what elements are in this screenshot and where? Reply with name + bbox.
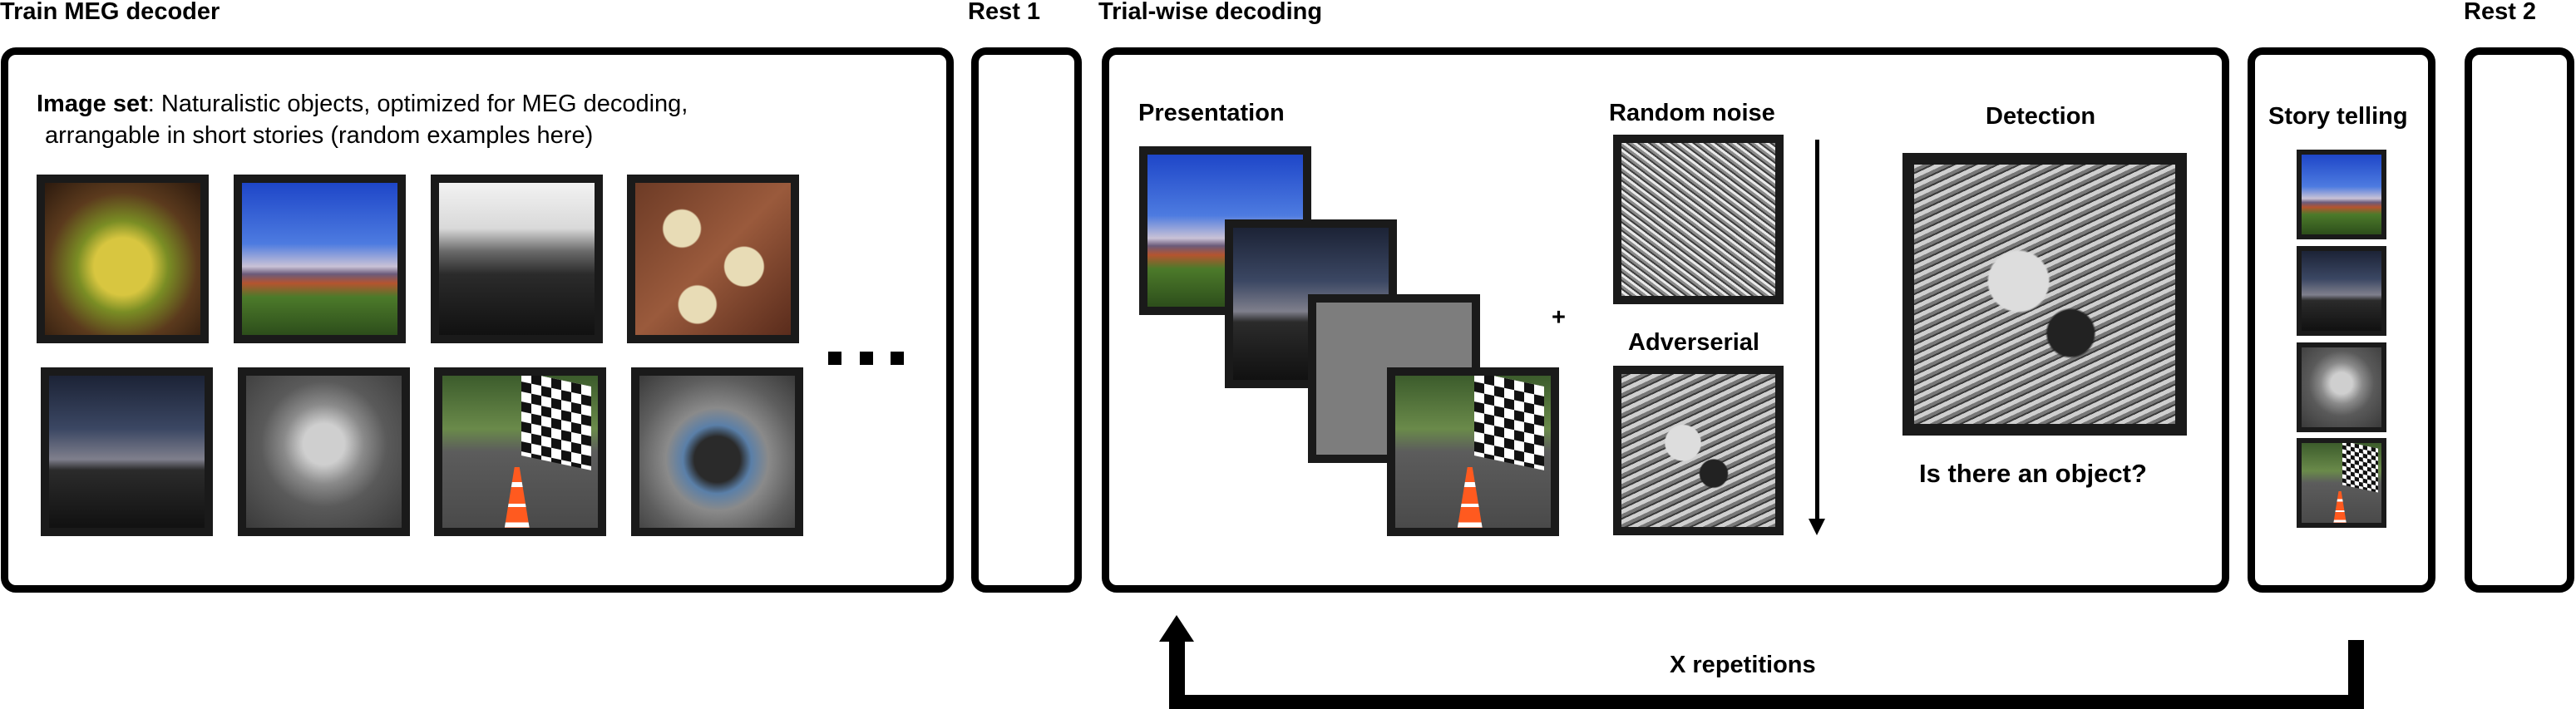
image-set-line2: arrangable in short stories (random exam…: [45, 122, 594, 149]
plus-sign: +: [1552, 304, 1566, 331]
rest2-panel: [2465, 47, 2574, 593]
image-race-flag-cone: [434, 367, 606, 536]
ellipsis-dot: [828, 352, 841, 365]
story-image-1: [2297, 150, 2386, 239]
detection-image: [1902, 153, 2187, 436]
order-arrow-head: [1809, 519, 1825, 535]
loop-arrow-bottom: [1169, 695, 2364, 709]
rest2-header: Rest 2: [2464, 0, 2537, 25]
image-set-bold: Image set: [37, 91, 148, 117]
random-noise-label: Random noise: [1609, 100, 1775, 126]
story-image-3: [2297, 342, 2386, 432]
rest1-panel: [971, 47, 1082, 593]
loop-arrow-left-shaft: [1169, 638, 1185, 709]
story-image-2: [2297, 246, 2386, 336]
repetitions-label: X repetitions: [1670, 652, 1816, 678]
image-submarine-hatch: [631, 367, 803, 536]
detection-question: Is there an object?: [1919, 459, 2147, 488]
image-rocks: [431, 175, 603, 343]
image-bananas: [37, 175, 209, 343]
image-set-line1: Image set: Naturalistic objects, optimiz…: [37, 87, 688, 121]
order-arrow-shaft: [1815, 140, 1819, 522]
ellipsis-dot: [891, 352, 904, 365]
rest1-header: Rest 1: [968, 0, 1041, 25]
story-image-4: [2297, 438, 2386, 528]
adverserial-label: Adverserial: [1628, 329, 1759, 356]
loop-arrow-head: [1159, 615, 1194, 642]
detection-label: Detection: [1986, 103, 2096, 130]
train-decoder-header: Train MEG decoder: [0, 0, 220, 25]
adverserial-image: [1613, 366, 1784, 535]
presentation-image-3: [1387, 367, 1559, 536]
ellipsis-dot: [860, 352, 873, 365]
presentation-label: Presentation: [1138, 100, 1285, 126]
random-noise-image: [1613, 135, 1784, 304]
image-lion-knocker: [238, 367, 410, 536]
loop-arrow-right-shaft: [2348, 640, 2364, 709]
trial-decoding-header: Trial-wise decoding: [1098, 0, 1323, 25]
story-telling-label: Story telling: [2268, 103, 2408, 130]
image-volcano-landscape: [234, 175, 406, 343]
image-steam-train: [41, 367, 213, 536]
image-set-desc1: : Naturalistic objects, optimized for ME…: [147, 91, 688, 117]
image-grain-bowls: [627, 175, 799, 343]
